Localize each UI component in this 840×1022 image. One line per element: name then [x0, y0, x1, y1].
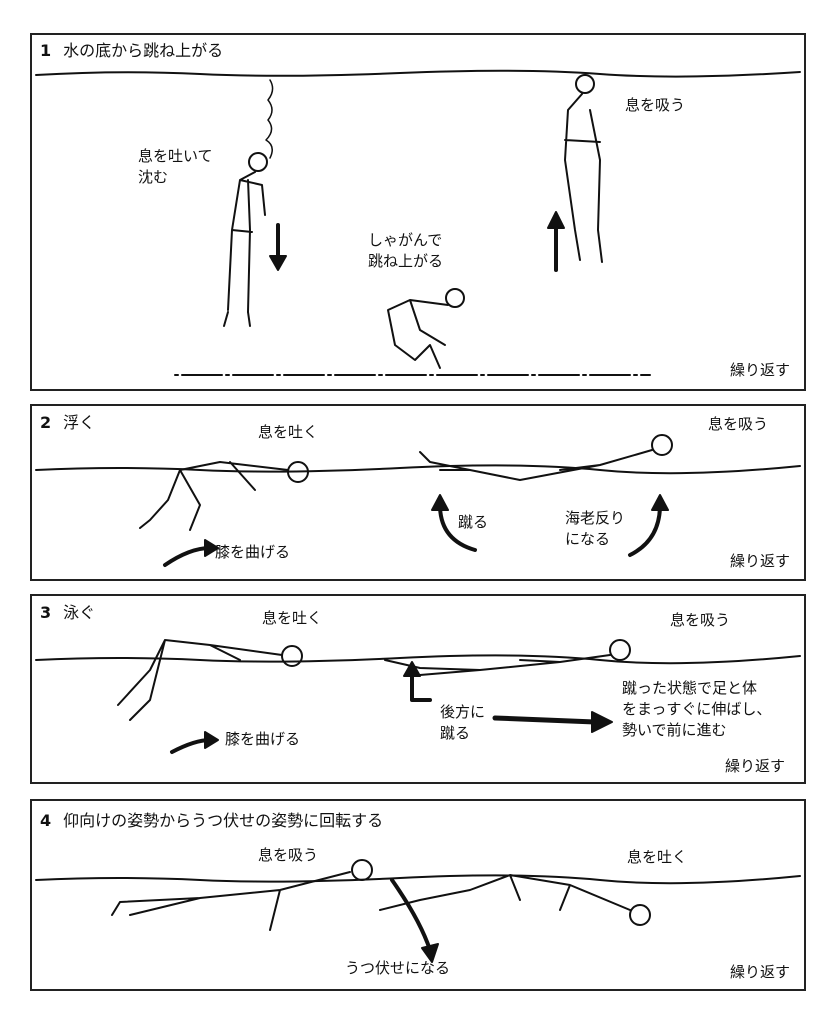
bubbles-icon	[265, 79, 274, 159]
label-inhale: 息を吸う	[670, 611, 731, 629]
label-inhale: 息を吸う	[625, 96, 686, 114]
label-crouch-jump: しゃがんで 跳ね上がる	[368, 231, 444, 270]
label-bend-knees: 膝を曲げる	[225, 730, 301, 748]
label-exhale: 息を吐く	[258, 423, 319, 441]
label-kick: 蹴る	[458, 513, 489, 531]
panel-number: 1	[40, 41, 52, 60]
panel-3-title: 3 泳ぐ	[40, 602, 95, 623]
water-surface	[35, 69, 801, 78]
panel-title-text: 仰向けの姿勢からうつ伏せの姿勢に回転する	[63, 811, 384, 830]
panel-title-text: 浮く	[63, 413, 96, 432]
panel-2-title: 2 浮く	[40, 412, 95, 433]
swimmer-gliding-figure	[384, 639, 631, 676]
label-turn-prone: うつ伏せになる	[345, 959, 451, 977]
label-exhale: 息を吐く	[262, 609, 323, 627]
arrow-arch-icon	[628, 503, 662, 557]
arrow-curve-icon	[163, 546, 212, 567]
panel-1-title: 1 水の底から跳ね上がる	[40, 40, 223, 61]
panel-4	[30, 799, 806, 991]
label-inhale: 息を吸う	[258, 846, 319, 864]
swimmer-rising-figure	[564, 74, 603, 263]
water-surface	[35, 654, 801, 665]
label-kick-back: 後方に 蹴る	[440, 703, 486, 742]
panel-number: 3	[40, 603, 52, 622]
panel-1	[30, 33, 806, 391]
arrow-kick-back-icon	[410, 668, 432, 702]
panel-title-text: 泳ぐ	[63, 603, 96, 622]
label-exhale: 息を吐く	[627, 848, 688, 866]
label-repeat: 繰り返す	[730, 552, 791, 570]
swimmer-crouching-figure	[387, 288, 465, 369]
swimmer-curled-figure	[139, 461, 309, 531]
label-bend-knees: 膝を曲げる	[215, 543, 291, 561]
panel-title-text: 水の底から跳ね上がる	[63, 41, 224, 60]
panel-number: 4	[40, 811, 52, 830]
panel-4-title: 4 仰向けの姿勢からうつ伏せの姿勢に回転する	[40, 810, 383, 831]
label-arch-back: 海老反り になる	[565, 509, 626, 548]
arrow-forward-icon	[492, 715, 598, 725]
water-surface	[35, 874, 801, 885]
water-surface	[35, 464, 801, 475]
label-exhale-sink: 息を吐いて 沈む	[138, 147, 213, 186]
panel-number: 2	[40, 413, 52, 432]
label-glide: 蹴った状態で足と体 をまっすぐに伸ばし、 勢いで前に進む	[622, 679, 772, 739]
label-repeat: 繰り返す	[725, 757, 786, 775]
swimmer-arched-figure	[419, 434, 673, 481]
label-repeat: 繰り返す	[730, 963, 791, 981]
panel-2	[30, 404, 806, 581]
arrow-kick-icon	[438, 503, 477, 552]
swimmer-sinking-figure	[223, 152, 268, 327]
swimmer-supine-figure	[111, 859, 373, 931]
label-inhale: 息を吸う	[708, 415, 769, 433]
panel-3	[30, 594, 806, 784]
arrow-rotate-icon	[390, 878, 432, 952]
swimmer-curled-figure	[117, 639, 303, 721]
swimmer-prone-figure	[379, 874, 651, 926]
label-repeat: 繰り返す	[730, 361, 791, 379]
